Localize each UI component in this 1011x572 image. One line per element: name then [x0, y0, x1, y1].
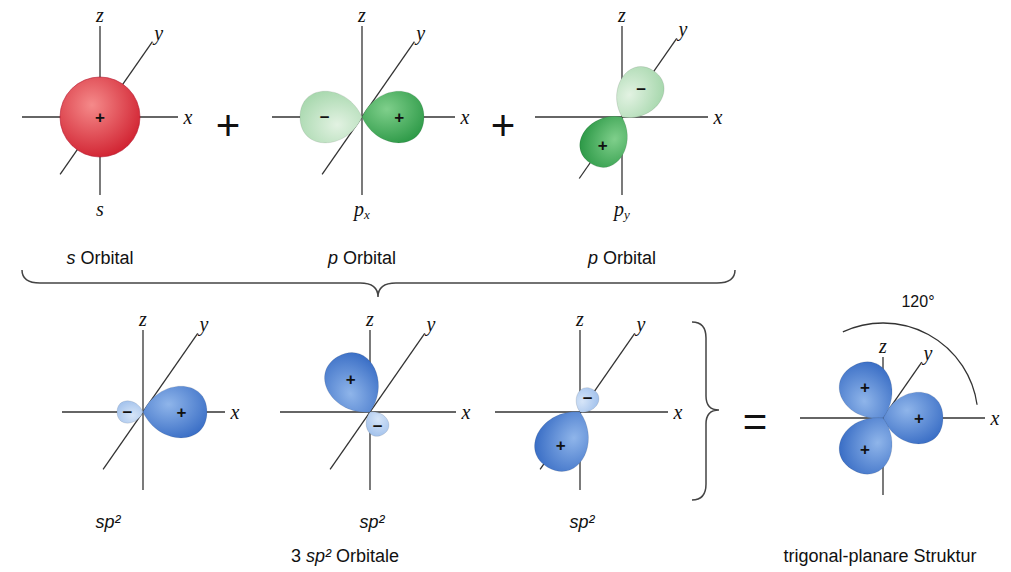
sign-label: +: [860, 441, 870, 458]
sign-label: +: [598, 136, 608, 153]
axis-label: y: [416, 23, 425, 43]
curly-brace: [22, 270, 735, 297]
operator-sign: =: [743, 401, 768, 443]
axis-label: x: [184, 107, 193, 127]
orbital-lobe: [360, 406, 392, 440]
sign-label: −: [636, 81, 646, 98]
angle-label: 120°: [901, 294, 934, 310]
axis-label: x: [462, 402, 471, 422]
axis-label: z: [139, 309, 147, 329]
caption: 3 sp² Orbitale: [291, 547, 399, 565]
axis-label: y: [924, 343, 933, 363]
axis-label: x: [231, 402, 240, 422]
orbital-symbol: sp²: [95, 513, 120, 531]
axis-label: z: [879, 336, 887, 356]
sign-label: −: [373, 417, 383, 434]
caption: p Orbital: [328, 249, 396, 267]
axis-label: z: [618, 5, 626, 25]
orbital-lobe: [526, 399, 603, 480]
curly-brace: [692, 322, 719, 500]
axis-label: z: [358, 5, 366, 25]
orbital-lobe: [300, 91, 362, 143]
axis-label: y: [154, 23, 163, 43]
orbital-lobe: [572, 104, 641, 176]
orbital-lobe: [883, 392, 943, 444]
axis-label: y: [637, 314, 646, 334]
sign-label: −: [320, 109, 330, 126]
orbital-lobe: [362, 91, 424, 143]
axis-label: z: [96, 5, 104, 25]
orbital-lobe: [117, 401, 143, 423]
orbital-symbol: px: [354, 199, 370, 222]
caption: p Orbital: [588, 249, 656, 267]
orbital-symbol: py: [614, 199, 630, 222]
angle-arc: [843, 323, 977, 405]
coordinate-axes: [22, 26, 985, 495]
axis-label: x: [991, 408, 1000, 428]
caption: trigonal-planare Struktur: [783, 547, 976, 565]
axis-label: y: [427, 314, 436, 334]
orbital-symbol: s: [96, 199, 104, 219]
axis-label: x: [714, 107, 723, 127]
orbital-lobe: [570, 384, 602, 418]
operator-sign: +: [216, 105, 241, 147]
axis-label: x: [674, 402, 683, 422]
sign-label: +: [95, 109, 105, 126]
sign-label: +: [176, 404, 186, 421]
axis-label: z: [366, 309, 374, 329]
orbital-lobe: [316, 344, 393, 425]
axis-label: z: [576, 309, 584, 329]
axis-label: y: [679, 19, 688, 39]
sign-label: −: [122, 404, 132, 421]
s-orbital-sphere: [60, 77, 140, 157]
y-axis: [60, 42, 152, 175]
axis-label: x: [461, 107, 470, 127]
sign-label: +: [860, 378, 870, 395]
z-axis: [361, 26, 362, 195]
operator-sign: +: [491, 105, 516, 147]
orbital-lobe: [143, 386, 207, 438]
sign-label: −: [583, 390, 593, 407]
sign-label: +: [914, 410, 924, 427]
sign-label: +: [556, 437, 566, 454]
axis-label: y: [200, 314, 209, 334]
sign-label: +: [394, 109, 404, 126]
orbital-symbol: sp²: [569, 513, 594, 531]
z-axis: [142, 330, 143, 490]
orbital-lobe: [831, 405, 906, 483]
sign-label: +: [346, 370, 356, 387]
caption: s Orbital: [66, 249, 133, 267]
orbital-symbol: sp²: [359, 513, 384, 531]
